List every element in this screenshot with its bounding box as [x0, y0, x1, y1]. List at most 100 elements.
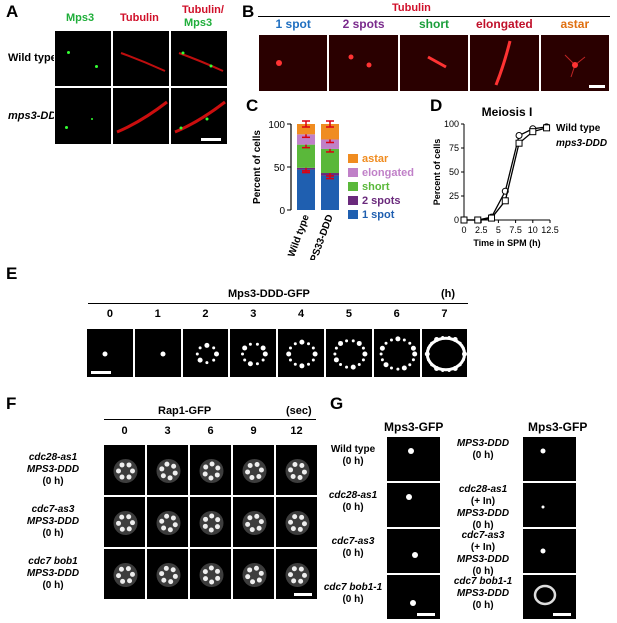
panel-f-image	[232, 496, 275, 548]
panel-g-right-row-label-line: cdc7-as3	[461, 530, 505, 541]
panel-a-letter: A	[6, 2, 19, 21]
panel-c-ytick: 0	[279, 206, 285, 217]
panel-c-category-label: Wild type	[286, 213, 312, 259]
panel-f-image	[232, 444, 275, 496]
panel-a-col-tubulin: Tubulin	[120, 12, 159, 24]
panel-f-row-label-line: (0 h)	[42, 580, 64, 591]
panel-a-image-wt-merge	[170, 30, 228, 87]
panel-e-time-label: 2	[202, 308, 209, 320]
panel-f-image	[146, 548, 189, 600]
panel-b-cat-label: short	[418, 17, 449, 31]
panel-d-letter: D	[430, 96, 443, 115]
panel-g-left-row-label-line: (0 h)	[342, 502, 364, 513]
panel-g-right-row-label-line: MPS3-DDD	[456, 588, 510, 599]
panel-g-right-image	[522, 436, 577, 482]
panel-g-col-title-left: Mps3-GFP	[384, 420, 444, 434]
panel-b-image	[539, 34, 610, 92]
panel-f-image	[232, 548, 275, 600]
panel-e-image	[229, 328, 278, 378]
panel-g-right-row-label-line: MPS3-DDD	[456, 508, 510, 519]
panel-d-ytick: 50	[449, 167, 459, 177]
panel-g-left-row-label-line: (0 h)	[342, 456, 364, 467]
panel-e-image	[325, 328, 373, 378]
panel-g-left-row-label-line: cdc7-as3	[331, 536, 375, 547]
panel-f-row-label-line: cdc7-as3	[31, 504, 75, 515]
panel-f-title: Rap1-GFP	[158, 405, 212, 417]
panel-f-image	[146, 496, 189, 548]
panel-c-legend-swatch	[348, 168, 358, 177]
panel-f-time-label: 6	[207, 425, 214, 437]
panel-d-point	[488, 214, 496, 222]
panel-c-bar-segment	[297, 134, 315, 145]
panel-g-right-scale-bar	[553, 613, 571, 616]
panel-b-image	[328, 34, 399, 92]
panel-f-image	[103, 496, 146, 548]
panel-g-right-image	[522, 574, 577, 620]
panel-d-point	[474, 216, 482, 224]
panel-a-col-merge-bottom: Mps3	[184, 17, 213, 29]
panel-b-image	[469, 34, 540, 92]
panel-g-left-row-label-line: (0 h)	[342, 594, 364, 605]
panel-e-time-label: 6	[393, 308, 400, 320]
panel-b-cat-label: astar	[560, 17, 590, 31]
panel-g-right-row-label-line: cdc7 bob1-1	[453, 576, 513, 587]
panel-g-left-image	[386, 528, 441, 574]
panel-e-image	[372, 328, 421, 378]
panel-f-time-label: 12	[290, 425, 303, 437]
panel-b-image	[398, 34, 470, 92]
panel-f-row-label-line: cdc7 bob1	[28, 556, 78, 567]
panel-g-right-row-label-line: (+ In)	[470, 542, 496, 553]
panel-g-right-row-label-line: (0 h)	[472, 600, 494, 611]
panel-c-ytick: 100	[268, 120, 285, 131]
panel-c-bar-segment	[321, 124, 339, 140]
panel-g-left-row-label: cdc7 bob1-1(0 h)	[322, 582, 384, 606]
panel-d-series-label: mps3-DDD	[556, 138, 607, 149]
panel-b-title: Tubulin	[392, 2, 431, 14]
panel-c-legend-swatch	[348, 182, 358, 191]
panel-d-xtick: 10	[528, 225, 538, 235]
panel-f-time-label: 3	[164, 425, 171, 437]
panel-f-image	[146, 444, 189, 496]
panel-a-image-wt-mps3	[54, 30, 112, 87]
panel-f-image	[275, 444, 318, 496]
panel-d-ytick: 0	[454, 215, 459, 225]
panel-c-bar-segment	[321, 175, 339, 210]
panel-d-xtick: 2.5	[475, 225, 488, 235]
panel-g-left-row-label-line: (0 h)	[342, 548, 364, 559]
panel-a-image-wt-tubulin	[112, 30, 170, 87]
panel-f-row-label-line: (0 h)	[42, 476, 64, 487]
panel-b-letter: B	[242, 2, 255, 21]
panel-d-point	[460, 216, 468, 224]
panel-f-image	[189, 548, 232, 600]
panel-f-time-label: 0	[121, 425, 128, 437]
panel-b-scale-bar	[588, 85, 605, 88]
panel-d-ytick: 25	[449, 191, 459, 201]
panel-f-image	[103, 548, 146, 600]
panel-a-row-wildtype: Wild type	[8, 52, 57, 64]
panel-g-left-row-label: cdc28-as1(0 h)	[322, 490, 384, 514]
panel-a-row-mps3ddd: mps3-DDD	[8, 110, 65, 122]
panel-e-scale-bar	[91, 371, 111, 374]
panel-f-image	[189, 444, 232, 496]
panel-f-image	[275, 548, 318, 600]
panel-g-right-row-label-line: MPS3-DDD	[456, 438, 510, 449]
panel-d-xtick: 7.5	[509, 225, 522, 235]
panel-d-xtick: 5	[496, 225, 501, 235]
panel-d-series-line	[464, 127, 547, 221]
panel-g-left-row-label: cdc7-as3(0 h)	[322, 536, 384, 560]
panel-g-letter: G	[330, 394, 344, 413]
panel-c-legend-label: short	[362, 181, 390, 193]
panel-b-header-line	[258, 16, 610, 17]
panel-e-image	[277, 328, 325, 378]
panel-e-header-line	[88, 303, 468, 304]
panel-d-xtick: 12.5	[541, 225, 559, 235]
panel-a-image-ddd-mps3	[54, 87, 112, 145]
panel-g-right-row-label: cdc28-as1(+ In)MPS3-DDD(0 h)	[446, 484, 520, 532]
panel-b-cat-label: elongated	[476, 17, 533, 31]
panel-g-left-row-label-line: cdc28-as1	[328, 490, 378, 501]
panel-f-image	[103, 444, 146, 496]
panel-e-image	[86, 328, 134, 378]
